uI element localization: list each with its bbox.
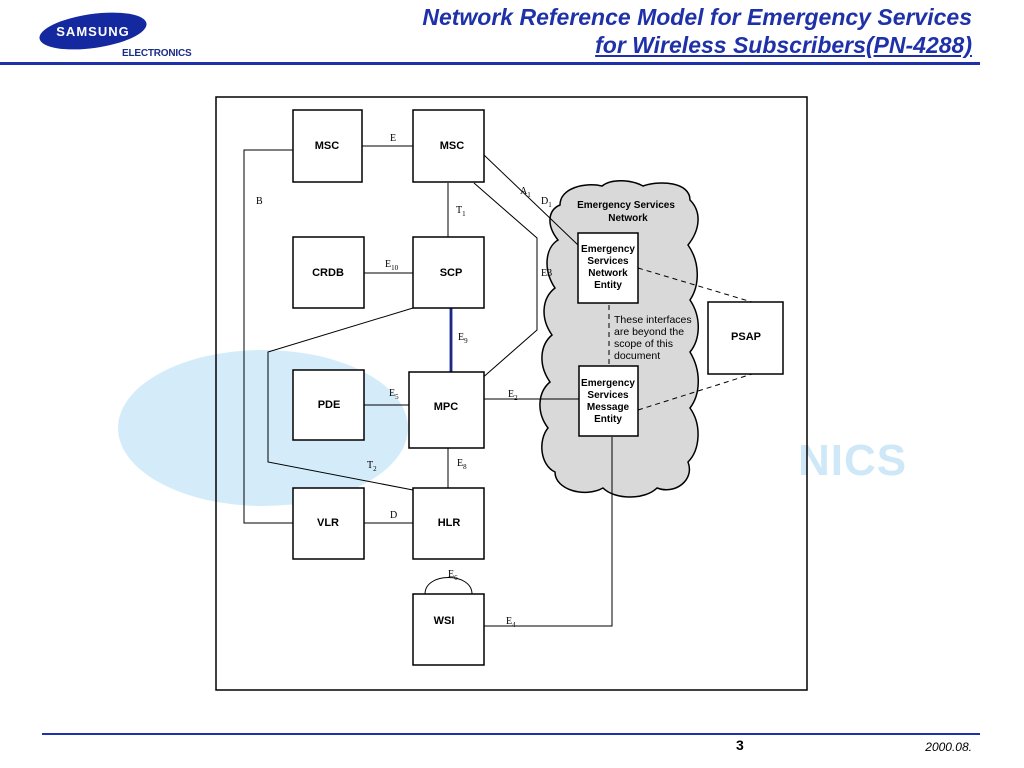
- iface-E10: E10: [385, 259, 399, 272]
- iface-B: B: [256, 196, 263, 207]
- page-number: 3: [736, 737, 744, 753]
- node-pde-label: PDE: [318, 399, 341, 411]
- esne-label-1: Emergency: [581, 244, 635, 255]
- esne-label-2: Services: [587, 256, 629, 267]
- iface-E8: E8: [457, 458, 467, 471]
- iface-T1: T1: [456, 205, 466, 218]
- esme-label-1: Emergency: [581, 378, 635, 389]
- diagram-frame: [215, 96, 808, 691]
- scope-note-line1: These interfaces: [614, 314, 692, 326]
- iface-E5: E5: [389, 388, 399, 401]
- link-E3: [473, 182, 538, 381]
- scope-note-line3: scope of this: [614, 338, 673, 350]
- node-esne: [577, 232, 639, 304]
- dashed-esme-psap: [637, 373, 753, 411]
- esme-label-3: Message: [587, 402, 630, 413]
- link-E4: [484, 437, 613, 627]
- node-psap: [707, 301, 784, 375]
- logo-text: SAMSUNG: [56, 24, 129, 39]
- iface-E3: E3: [541, 268, 552, 279]
- esne-label-4: Entity: [594, 280, 622, 291]
- node-pde: [292, 369, 365, 441]
- dashed-esne-psap: [637, 267, 753, 303]
- iface-E6: E6: [448, 569, 458, 582]
- esme-label-2: Services: [587, 390, 629, 401]
- iface-E2: E2: [508, 389, 518, 402]
- node-msc-right-label: MSC: [440, 140, 465, 152]
- node-mpc: [408, 371, 485, 449]
- node-vlr-label: VLR: [317, 517, 339, 529]
- node-crdb: [292, 236, 365, 309]
- cloud-title-line1: Emergency Services: [577, 200, 675, 211]
- iface-T2: T2: [367, 460, 377, 473]
- page-title-line2: for Wireless Subscribers(PN-4288): [595, 32, 972, 58]
- node-hlr: [412, 487, 485, 560]
- link-A1: [483, 154, 579, 246]
- logo-subtitle: ELECTRONICS: [122, 48, 192, 59]
- scope-note-line4: document: [614, 350, 660, 362]
- iface-E: E: [390, 133, 396, 144]
- footer-date: 2000.08.: [925, 740, 972, 754]
- esne-label-3: Network: [588, 268, 628, 279]
- iface-A1: A1: [520, 186, 531, 199]
- node-msc-left: [292, 109, 363, 183]
- node-hlr-label: HLR: [438, 517, 461, 529]
- node-wsi: [412, 593, 485, 666]
- scope-note-line2: are beyond the: [614, 326, 684, 338]
- iface-D: D: [390, 510, 397, 521]
- iface-D1: D1: [541, 196, 552, 209]
- cloud-title-line2: Network: [608, 213, 648, 224]
- header-rule: [0, 62, 980, 65]
- node-mpc-label: MPC: [434, 401, 459, 413]
- samsung-logo: SAMSUNG: [39, 12, 147, 50]
- node-msc-left-label: MSC: [315, 140, 340, 152]
- footer-rule: [42, 733, 980, 735]
- node-wsi-label: WSI: [434, 615, 455, 627]
- esme-label-4: Entity: [594, 414, 622, 425]
- link-E6: [424, 577, 473, 595]
- node-psap-label: PSAP: [731, 331, 761, 343]
- watermark-text: NICS: [798, 436, 908, 485]
- node-crdb-label: CRDB: [312, 267, 344, 279]
- link-B: [243, 149, 293, 524]
- node-scp: [412, 236, 485, 309]
- page-title-line1: Network Reference Model for Emergency Se…: [422, 4, 972, 30]
- node-scp-label: SCP: [440, 267, 463, 279]
- node-msc-right: [412, 109, 485, 183]
- link-T2: [267, 307, 414, 491]
- node-esme: [578, 365, 639, 437]
- node-vlr: [292, 487, 365, 560]
- iface-E4: E4: [506, 616, 516, 629]
- iface-E9: E9: [458, 332, 468, 345]
